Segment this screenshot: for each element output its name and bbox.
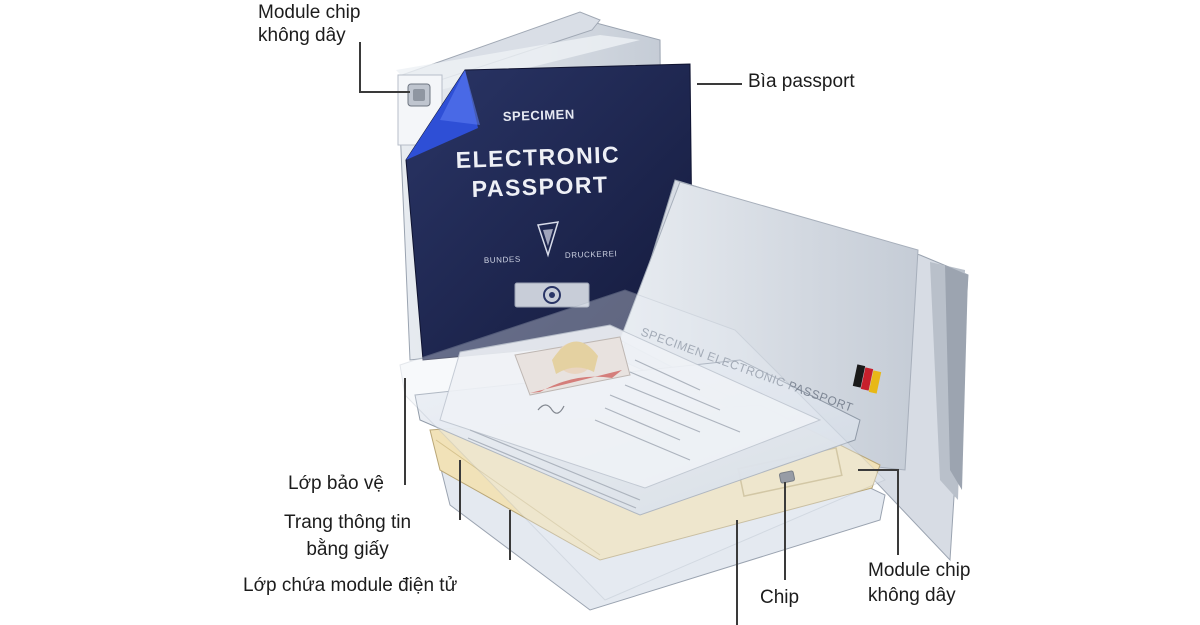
chip-icon — [778, 470, 796, 484]
data-page-text-lines — [467, 359, 741, 509]
label-protective-layer: Lớp bảo vệ — [288, 473, 384, 494]
bundesdruckerei-logo — [537, 221, 560, 258]
leader-chip-top — [359, 42, 410, 93]
label-paper-info-page: Trang thông tin bằng giấy — [284, 512, 411, 561]
label-chip-module-bottom: Module chip không dây — [868, 560, 970, 607]
passport-cover: SPECIMEN ELECTRONIC PASSPORT BUNDES DRUC… — [405, 63, 694, 361]
label-paper-info-page-line1: Trang thông tin — [284, 512, 412, 533]
label-chip: Chip — [760, 587, 800, 608]
label-cover: Bìa passport — [748, 71, 855, 92]
label-electronic-module-layer: Lớp chứa module điện tử — [243, 575, 458, 596]
cover-title-line2: PASSPORT — [471, 171, 609, 202]
eagle-logo-icon — [852, 364, 882, 394]
cover-title-line1: ELECTRONIC — [455, 141, 620, 173]
epassport-chip-symbol-icon — [514, 282, 590, 308]
label-chip-module-bottom-line1: Module chip — [868, 560, 971, 581]
cover-specimen: SPECIMEN — [503, 106, 575, 124]
cover-issuer-left: BUNDES — [484, 255, 521, 265]
label-chip-module-top-line1: Module chip — [258, 2, 361, 23]
holder-photo — [514, 336, 631, 396]
chip-module-top — [407, 83, 431, 107]
leader-lines — [359, 42, 899, 625]
cover-issuer-right: DRUCKEREI — [565, 249, 618, 260]
label-chip-module-bottom-line2: không dây — [868, 585, 956, 606]
label-chip-module-top-line2: không dây — [258, 25, 346, 46]
right-pages — [619, 179, 969, 562]
label-paper-info-page-line2: bằng giấy — [306, 539, 389, 560]
signature — [537, 404, 565, 414]
leader-chip-bottom — [858, 469, 899, 555]
layers: SPECIMEN ELECTRONIC PASSPORT — [399, 289, 886, 611]
label-chip-module-top: Module chip không dây — [258, 2, 360, 47]
